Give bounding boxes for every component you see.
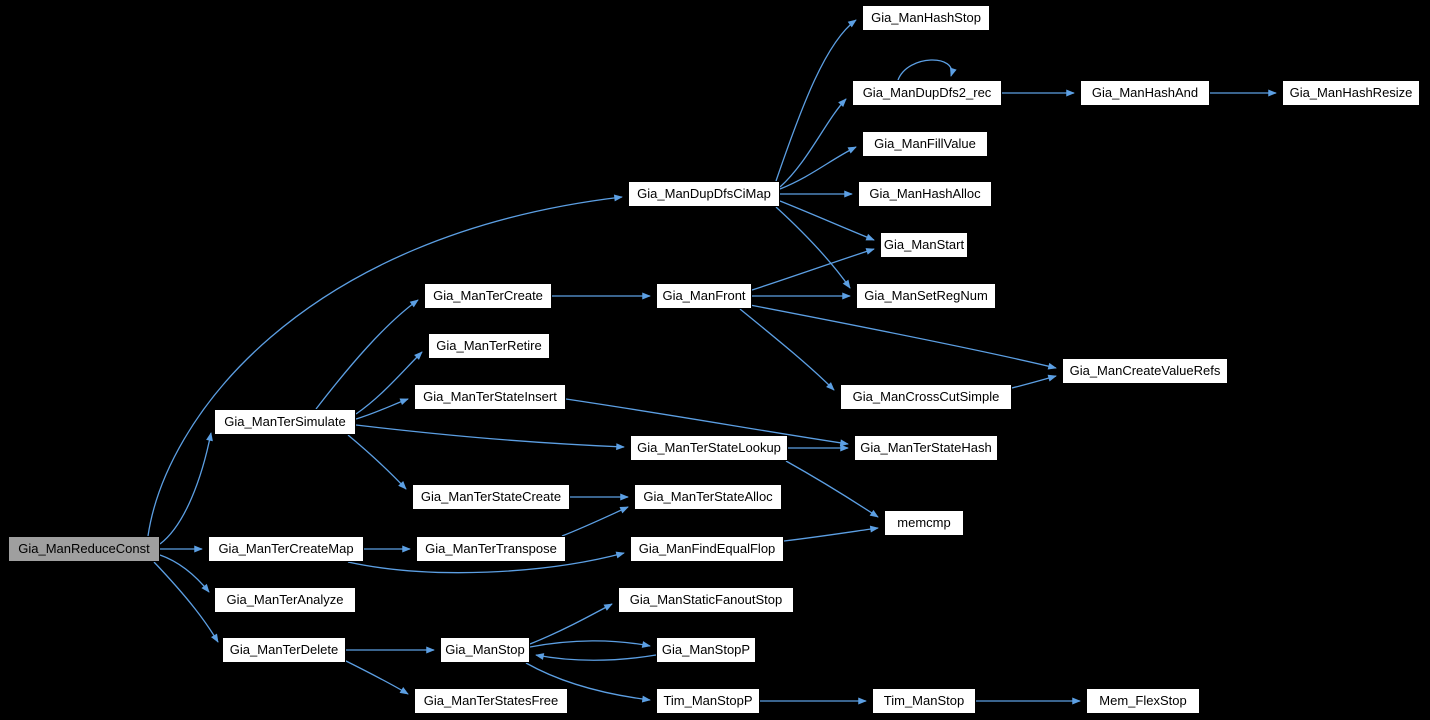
- node-gia-man-cross-cut-simple[interactable]: Gia_ManCrossCutSimple: [840, 384, 1012, 410]
- node-gia-man-static-fanout-stop[interactable]: Gia_ManStaticFanoutStop: [618, 587, 794, 613]
- edge-crosscutsimple-to-createvaluerefs: [1011, 374, 1057, 389]
- edge-tersimulate-to-terretire: [355, 351, 423, 415]
- node-gia-man-hash-alloc[interactable]: Gia_ManHashAlloc: [858, 181, 992, 207]
- edge-dupdfscimap-to-setregnum: [775, 206, 851, 289]
- edge-stopp-to-stop: [535, 653, 657, 661]
- edge-tersimulate-to-terstatelookup: [355, 424, 625, 451]
- node-tim-man-stop[interactable]: Tim_ManStop: [872, 688, 976, 714]
- edge-terstatelookup-to-memcmp: [785, 460, 879, 518]
- edge-dupdfscimap-to-start: [779, 200, 875, 241]
- edge-reduceconst-to-terdelete: [153, 561, 219, 643]
- edge-tersimulate-to-tercreate: [315, 299, 419, 410]
- edge-reduceconst-to-tersimulate: [159, 432, 213, 545]
- edge-dupdfscimap-to-dupdfs2rec: [779, 98, 847, 188]
- node-gia-man-ter-transpose[interactable]: Gia_ManTerTranspose: [416, 536, 566, 562]
- edge-front-to-crosscutsimple: [739, 308, 835, 391]
- node-gia-man-create-value-refs[interactable]: Gia_ManCreateValueRefs: [1062, 358, 1228, 384]
- edge-tersimulate-to-terstateinsert: [355, 398, 409, 420]
- edge-front-to-start: [751, 248, 875, 291]
- node-gia-man-ter-state-hash[interactable]: Gia_ManTerStateHash: [854, 435, 998, 461]
- node-gia-man-stop-p[interactable]: Gia_ManStopP: [656, 637, 756, 663]
- node-gia-man-ter-state-alloc[interactable]: Gia_ManTerStateAlloc: [634, 484, 782, 510]
- node-gia-man-ter-create[interactable]: Gia_ManTerCreate: [424, 283, 552, 309]
- edge-front-to-createvaluerefs: [749, 304, 1057, 370]
- edge-reduceconst-to-dupdfscimap: [147, 194, 623, 537]
- edge-terdelete-to-terstatesfree: [343, 659, 409, 695]
- edge-reduceconst-to-teranalyze: [159, 554, 210, 593]
- node-gia-man-hash-resize[interactable]: Gia_ManHashResize: [1282, 80, 1420, 106]
- node-gia-man-reduce-const-root: Gia_ManReduceConst: [8, 536, 160, 562]
- node-tim-man-stop-p[interactable]: Tim_ManStopP: [656, 688, 760, 714]
- node-gia-man-ter-retire[interactable]: Gia_ManTerRetire: [428, 333, 550, 359]
- edge-dupdfscimap-to-hashstop: [775, 19, 857, 182]
- edge-dupdfs2rec-self-loop: [897, 59, 957, 81]
- node-gia-man-front[interactable]: Gia_ManFront: [656, 283, 752, 309]
- node-gia-man-dup-dfs2-rec[interactable]: Gia_ManDupDfs2_rec: [852, 80, 1002, 106]
- edge-stop-to-staticfanoutstop: [529, 603, 613, 645]
- node-gia-man-hash-stop[interactable]: Gia_ManHashStop: [862, 5, 990, 31]
- node-memcmp[interactable]: memcmp: [884, 510, 964, 536]
- node-gia-man-set-reg-num[interactable]: Gia_ManSetRegNum: [856, 283, 996, 309]
- node-gia-man-ter-analyze[interactable]: Gia_ManTerAnalyze: [214, 587, 356, 613]
- node-gia-man-ter-state-lookup[interactable]: Gia_ManTerStateLookup: [630, 435, 788, 461]
- edge-findequalflop-to-memcmp: [783, 525, 879, 542]
- node-gia-man-dup-dfs-ci-map[interactable]: Gia_ManDupDfsCiMap: [628, 181, 780, 207]
- edge-stop-to-timstopp: [525, 662, 651, 703]
- node-gia-man-fill-value[interactable]: Gia_ManFillValue: [862, 131, 988, 157]
- node-gia-man-ter-create-map[interactable]: Gia_ManTerCreateMap: [208, 536, 364, 562]
- node-gia-man-start[interactable]: Gia_ManStart: [880, 232, 968, 258]
- node-gia-man-hash-and[interactable]: Gia_ManHashAnd: [1080, 80, 1210, 106]
- node-gia-man-stop[interactable]: Gia_ManStop: [440, 637, 530, 663]
- node-mem-flex-stop[interactable]: Mem_FlexStop: [1086, 688, 1200, 714]
- edge-tersimulate-to-terstatecreate: [347, 434, 407, 490]
- node-gia-man-ter-state-insert[interactable]: Gia_ManTerStateInsert: [414, 384, 566, 410]
- node-gia-man-ter-state-create[interactable]: Gia_ManTerStateCreate: [412, 484, 570, 510]
- edge-dupdfscimap-to-fillvalue: [779, 146, 857, 190]
- edge-terstateinsert-to-terstatehash: [565, 398, 849, 447]
- node-gia-man-ter-states-free[interactable]: Gia_ManTerStatesFree: [414, 688, 568, 714]
- edge-tertranspose-to-terstatealloc: [561, 506, 629, 537]
- node-gia-man-find-equal-flop[interactable]: Gia_ManFindEqualFlop: [630, 536, 784, 562]
- edge-tercreatemap-to-findequalflop: [347, 551, 625, 574]
- edge-stop-to-stopp: [529, 640, 651, 648]
- node-gia-man-ter-simulate[interactable]: Gia_ManTerSimulate: [214, 409, 356, 435]
- node-gia-man-ter-delete[interactable]: Gia_ManTerDelete: [222, 637, 346, 663]
